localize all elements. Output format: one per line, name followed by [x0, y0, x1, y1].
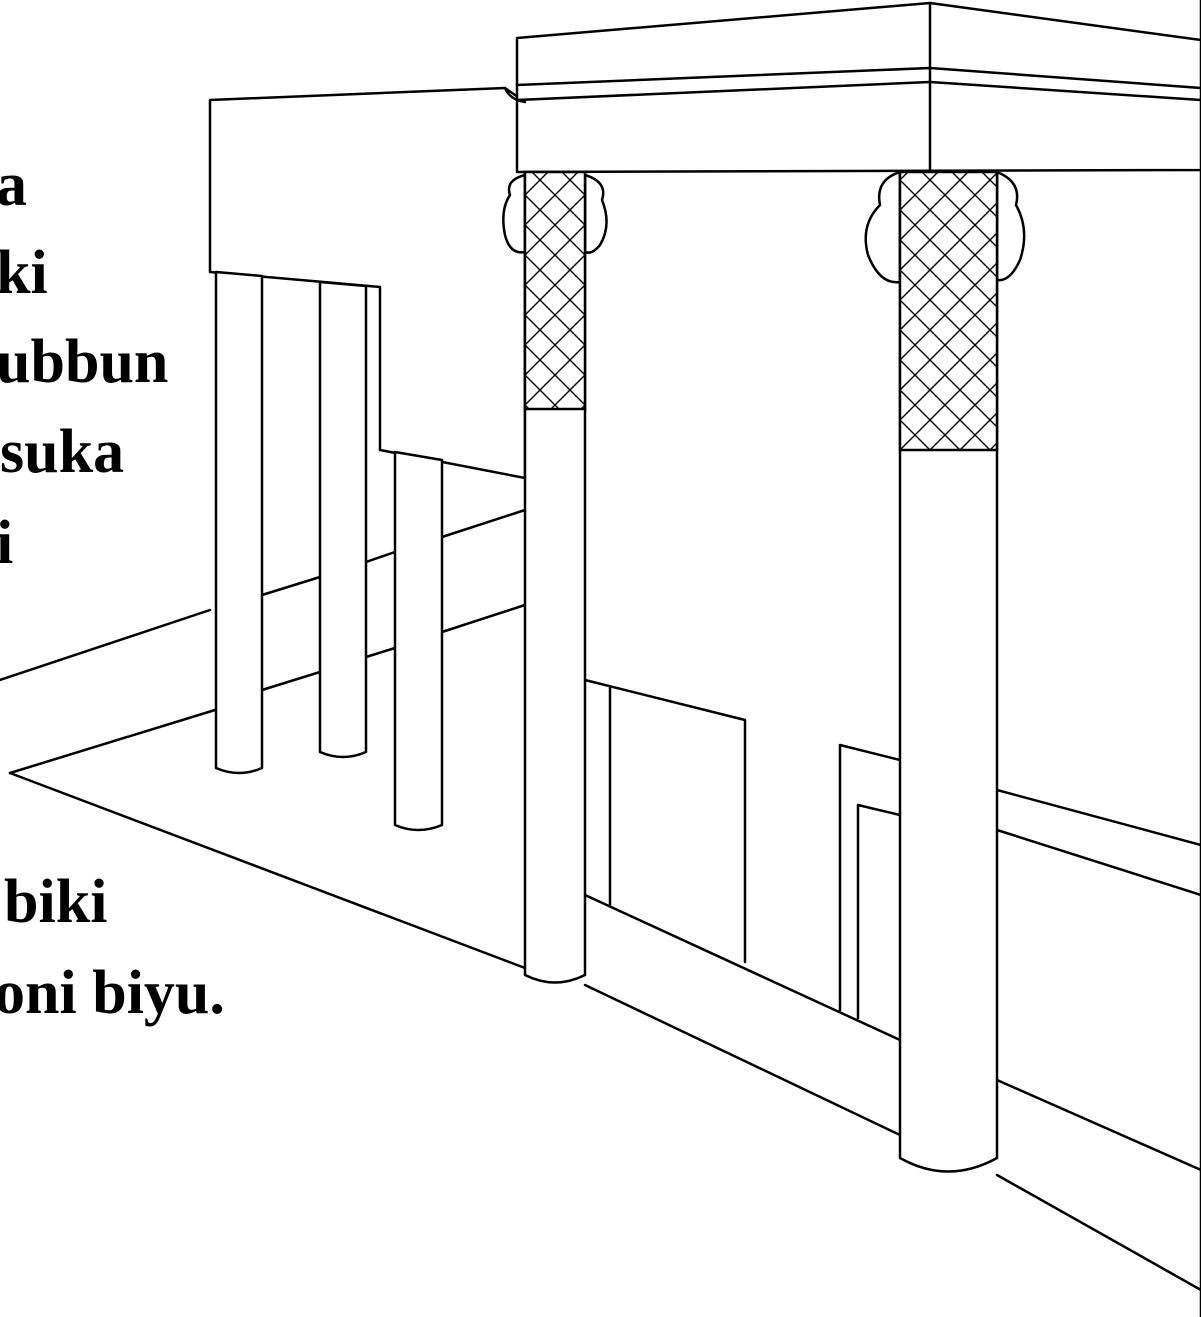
left-columns	[214, 270, 444, 832]
text-line-7: oni biyu.	[0, 959, 225, 1027]
text-line-1: a	[0, 151, 27, 219]
text-line-5: i	[0, 509, 13, 577]
column-capitals	[502, 170, 1026, 284]
text-line-4: suka	[0, 418, 124, 486]
front-columns	[523, 170, 999, 1173]
text-line-6: biki	[4, 868, 107, 936]
back-doorways	[583, 678, 902, 1020]
text-line-3: ubbun	[0, 328, 168, 396]
caption-text: a ki ubbun suka i biki oni biyu.	[0, 151, 225, 1027]
text-line-2: ki	[0, 239, 48, 307]
roof-slab	[503, 1, 1201, 174]
